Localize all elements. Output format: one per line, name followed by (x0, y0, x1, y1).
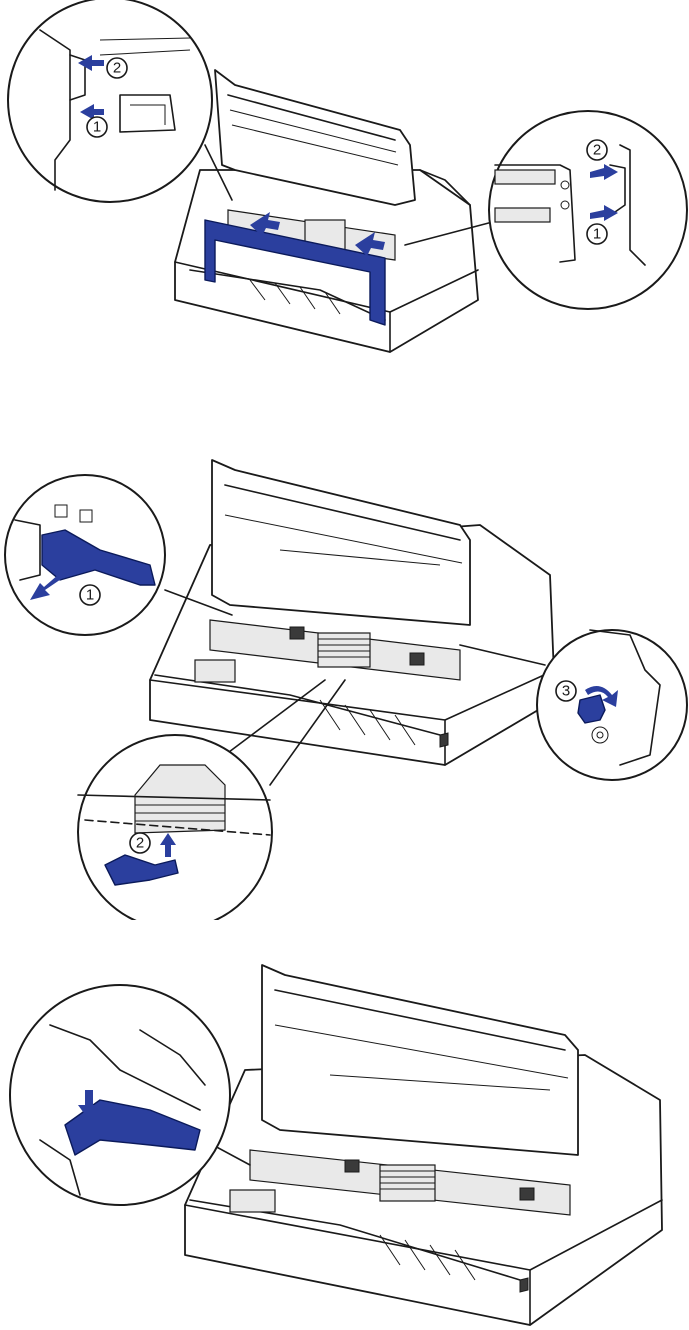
printer-body-1 (175, 70, 478, 352)
step-marker-2: 2 (130, 833, 150, 853)
panel-2-drawing: 1 3 (0, 455, 689, 920)
panel-1-drawing: 2 1 2 1 (0, 0, 689, 360)
step-marker-3: 3 (556, 681, 576, 701)
svg-text:2: 2 (593, 142, 601, 159)
svg-text:1: 1 (93, 119, 101, 136)
svg-text:2: 2 (113, 60, 121, 77)
platen-knob[interactable] (578, 695, 605, 723)
diagram-panel-1: 2 1 2 1 (0, 0, 689, 360)
step-marker-1: 1 (80, 585, 100, 605)
diagram-panel-2: 1 3 (0, 455, 689, 920)
svg-text:1: 1 (593, 226, 601, 243)
svg-text:3: 3 (562, 683, 570, 700)
step-marker-1-right: 1 (587, 224, 607, 244)
svg-text:2: 2 (136, 835, 144, 852)
printer-body-3 (185, 965, 662, 1325)
svg-text:1: 1 (86, 587, 94, 604)
step-marker-2-left: 2 (107, 58, 127, 78)
step-marker-2-right: 2 (587, 140, 607, 160)
step-marker-1-left: 1 (87, 117, 107, 137)
printer-body-2 (150, 460, 555, 765)
diagram-panel-3 (0, 960, 689, 1330)
callout-left-ribbon-hook: 2 1 (8, 0, 232, 202)
panel-3-drawing (0, 960, 689, 1330)
